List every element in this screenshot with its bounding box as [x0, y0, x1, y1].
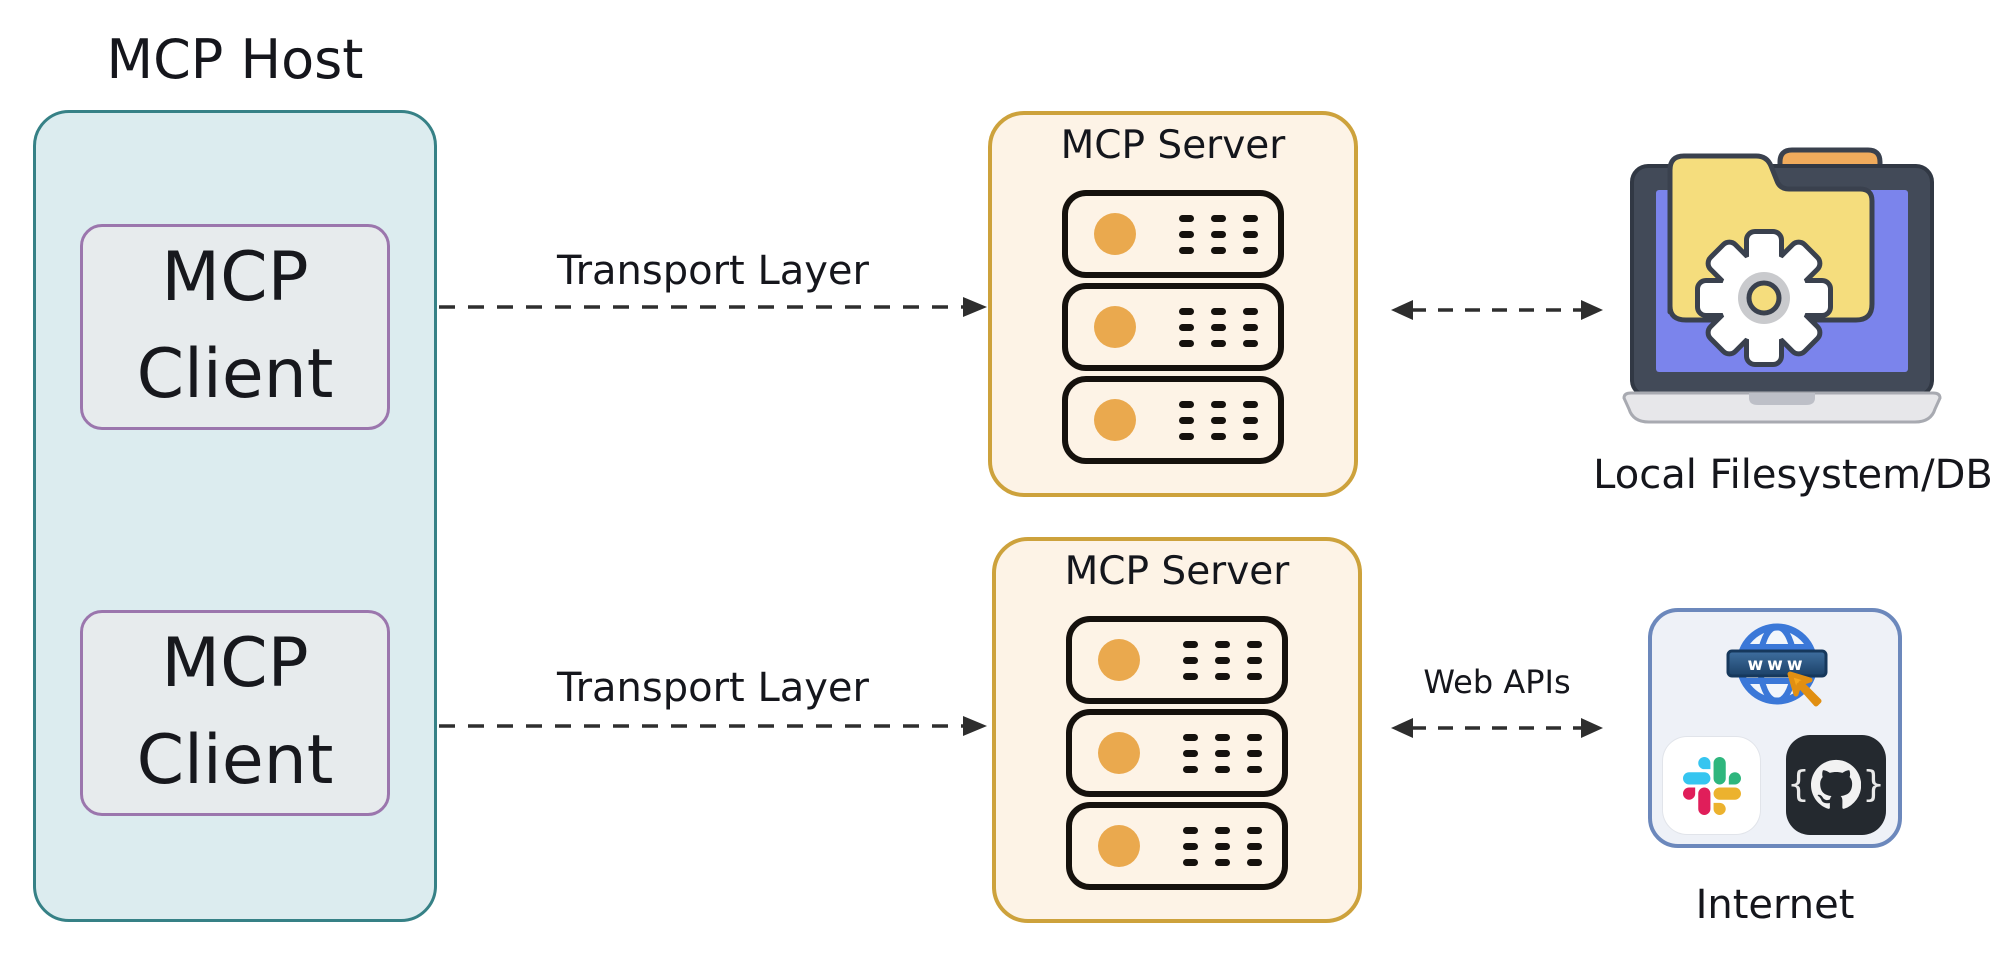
vent-dots-icon — [1183, 826, 1262, 866]
vent-dots-icon — [1179, 400, 1258, 440]
vent-dots-icon — [1183, 733, 1262, 773]
led-dot-icon — [1094, 306, 1136, 348]
led-dot-icon — [1094, 399, 1136, 441]
github-brace-left: { — [1787, 764, 1810, 805]
server-rack-stack-icon — [1066, 616, 1288, 890]
local-filesystem-label: Local Filesystem/DB — [1593, 452, 1993, 498]
mcp-client-label-2: MCP Client — [136, 624, 334, 800]
vent-dots-icon — [1183, 640, 1262, 680]
laptop-base-notch — [1749, 393, 1815, 405]
led-dot-icon — [1094, 213, 1136, 255]
web-apis-label: Web APIs — [1423, 663, 1571, 701]
server-rack-stack-icon — [1062, 190, 1284, 464]
vent-dots-icon — [1179, 214, 1258, 254]
led-dot-icon — [1098, 639, 1140, 681]
mcp-client-box-2: MCP Client — [80, 610, 390, 816]
transport-layer-label-bottom: Transport Layer — [557, 665, 869, 711]
server-rack-icon — [1062, 283, 1284, 371]
cursor-arrow-icon — [1787, 671, 1822, 707]
laptop-folder-gear-icon — [1622, 147, 1942, 424]
mcp-server-box-1: MCP Server — [988, 111, 1358, 497]
gear-icon — [1695, 229, 1833, 367]
mcp-server-box-2: MCP Server — [992, 537, 1362, 923]
mcp-host-title: MCP Host — [106, 28, 364, 91]
slack-icon — [1663, 737, 1760, 834]
internet-label: Internet — [1695, 882, 1855, 928]
mcp-server-title-2: MCP Server — [1064, 549, 1290, 594]
dashed-arrow-right-bottom-icon — [439, 716, 987, 736]
github-octocat-icon: { } — [1786, 735, 1886, 835]
vent-dots-icon — [1179, 307, 1258, 347]
server-rack-icon — [1066, 709, 1288, 797]
dashed-double-arrow-bottom-icon — [1391, 718, 1603, 738]
mcp-client-box-1: MCP Client — [80, 224, 390, 430]
dashed-arrow-right-top-icon — [439, 297, 987, 317]
mcp-client-label-1: MCP Client — [136, 238, 334, 414]
server-rack-icon — [1066, 616, 1288, 704]
server-rack-icon — [1066, 802, 1288, 890]
mcp-server-title-1: MCP Server — [1060, 123, 1286, 168]
server-rack-icon — [1062, 190, 1284, 278]
led-dot-icon — [1098, 825, 1140, 867]
transport-layer-label-top: Transport Layer — [557, 248, 869, 294]
led-dot-icon — [1098, 732, 1140, 774]
server-rack-icon — [1062, 376, 1284, 464]
dashed-double-arrow-top-icon — [1391, 300, 1603, 320]
github-brace-right: } — [1862, 764, 1885, 805]
octocat-mark-icon — [1810, 759, 1862, 809]
www-badge-text: www — [1747, 655, 1806, 675]
globe-www-icon: www — [1726, 623, 1828, 707]
laptop-base — [1622, 391, 1942, 424]
